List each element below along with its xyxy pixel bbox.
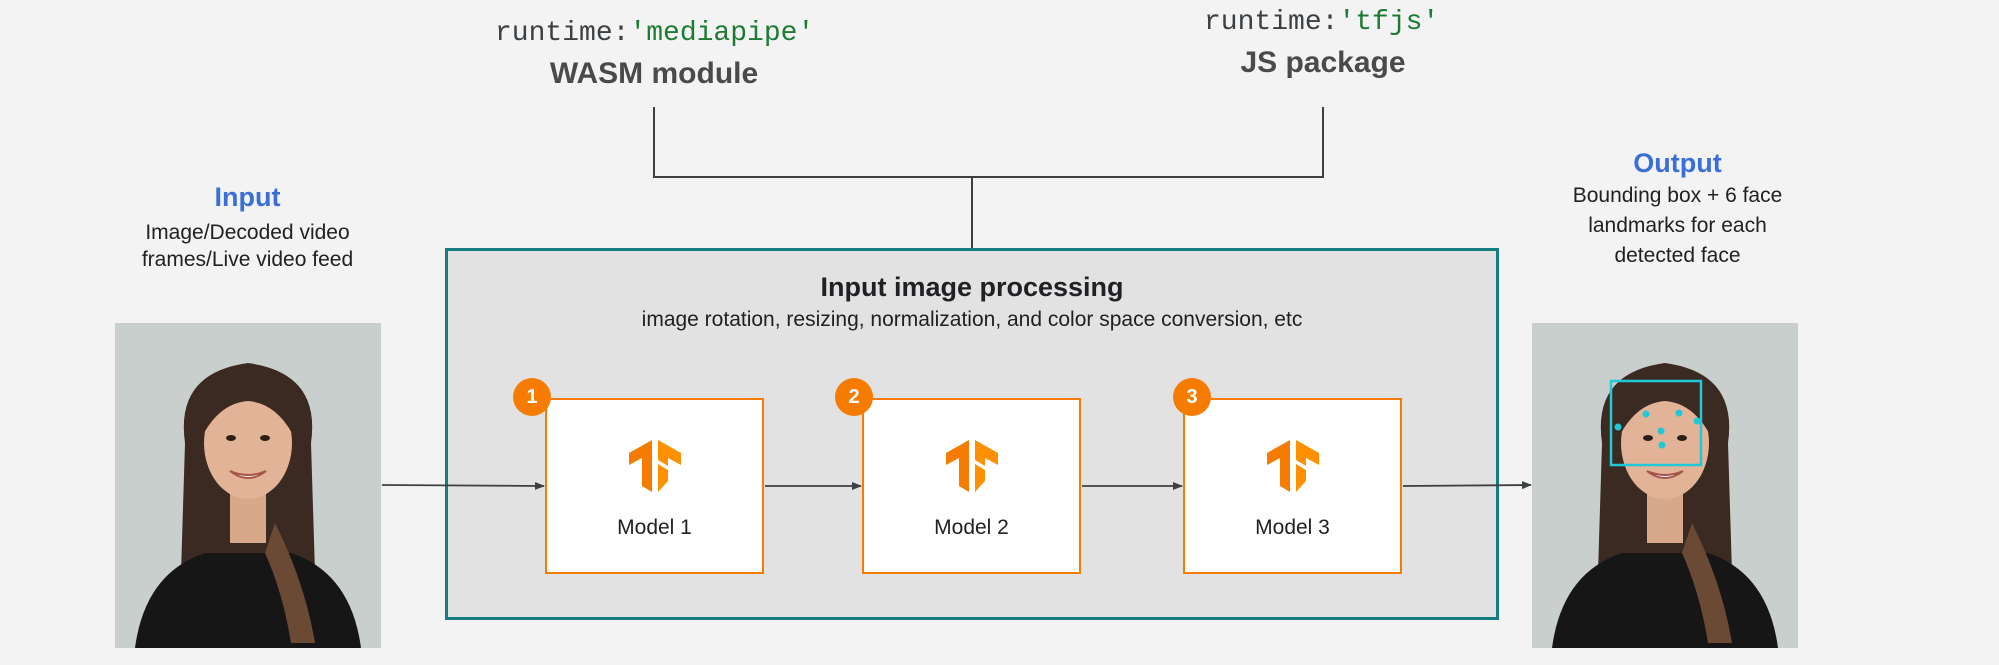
processing-title: Input image processing: [820, 272, 1124, 302]
input-description: Image/Decoded video frames/Live video fe…: [110, 219, 385, 273]
runtime-tfjs-code: runtime:'tfjs': [1204, 7, 1439, 38]
connector-tfjs-vertical: [1322, 107, 1324, 177]
model-1-box: Model 1: [545, 398, 764, 574]
connector-horizontal: [653, 176, 1324, 178]
runtime-mediapipe-key: runtime:: [495, 18, 630, 49]
model-1-label: Model 1: [617, 516, 692, 539]
model-2-box: Model 2: [862, 398, 1081, 574]
person-illustration-detected: [1532, 323, 1798, 648]
landmark-left-eye: [1675, 409, 1683, 417]
output-block: Output Bounding box + 6 face landmarks f…: [1540, 148, 1815, 271]
tensorflow-logo-icon: [1267, 440, 1319, 492]
runtime-mediapipe-code: runtime:'mediapipe': [495, 18, 814, 49]
model-3-box: Model 3: [1183, 398, 1402, 574]
landmark-right-ear: [1614, 423, 1622, 431]
input-line-2: frames/Live video feed: [141, 248, 354, 271]
step-badge-2: 2: [835, 378, 873, 416]
connector-to-processing: [971, 176, 973, 248]
output-title: Output: [1633, 148, 1722, 178]
tensorflow-logo-icon: [946, 440, 998, 492]
runtime-mediapipe-label: WASM module: [549, 57, 759, 90]
arrow-input-to-model-1: [381, 481, 545, 490]
bounding-box: [1609, 379, 1703, 467]
output-line-1: Bounding box + 6 face: [1572, 184, 1783, 207]
step-badge-1: 1: [513, 378, 551, 416]
model-3-label: Model 3: [1255, 516, 1330, 539]
output-description: Bounding box + 6 face landmarks for each…: [1540, 181, 1815, 271]
connector-mediapipe-vertical: [653, 107, 655, 177]
runtime-tfjs-label: JS package: [1240, 46, 1406, 79]
step-badge-3: 3: [1173, 378, 1211, 416]
tensorflow-logo-icon: [629, 440, 681, 492]
processing-description: image rotation, resizing, normalization,…: [641, 308, 1303, 331]
arrow-model-3-to-output: [1402, 481, 1532, 490]
landmark-nose: [1657, 427, 1665, 435]
landmark-mouth: [1658, 441, 1666, 449]
landmark-left-ear: [1693, 417, 1701, 425]
model-2-label: Model 2: [934, 516, 1009, 539]
input-title: Input: [214, 182, 281, 212]
face-detection-overlay: [1609, 379, 1703, 467]
runtime-tfjs-value: 'tfjs': [1338, 7, 1440, 38]
input-block: Input Image/Decoded video frames/Live vi…: [110, 182, 385, 273]
output-photo: [1532, 323, 1798, 648]
landmark-right-eye: [1642, 410, 1650, 418]
runtime-tfjs-key: runtime:: [1204, 7, 1339, 38]
input-line-1: Image/Decoded video: [145, 221, 350, 244]
runtime-mediapipe-value: 'mediapipe': [629, 18, 815, 49]
output-line-2: landmarks for each: [1588, 214, 1767, 237]
output-line-3: detected face: [1614, 244, 1741, 267]
input-photo: [115, 323, 381, 648]
person-illustration: [115, 323, 381, 648]
